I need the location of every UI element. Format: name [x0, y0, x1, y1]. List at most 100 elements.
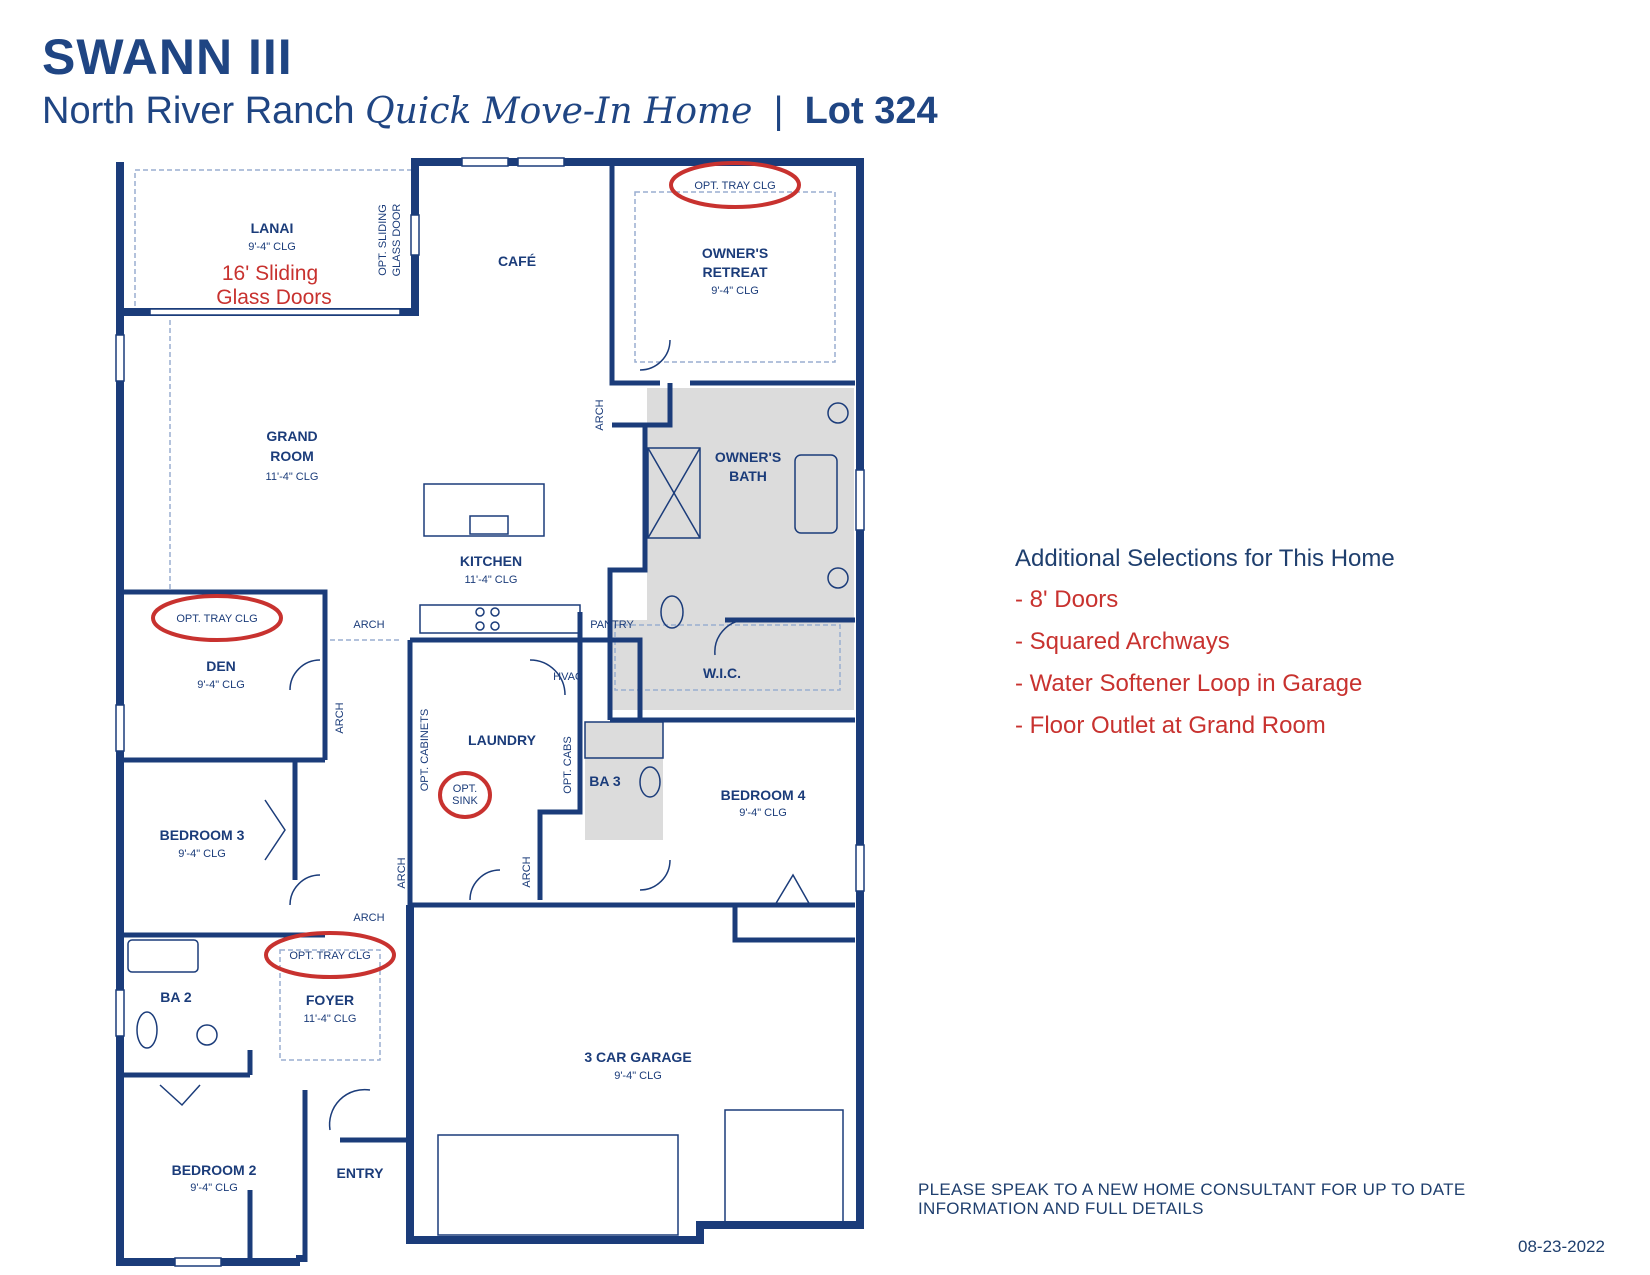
opt-sink-label-1: OPT.	[453, 783, 477, 795]
toilet-icon	[660, 595, 684, 629]
den-clg: 9'-4" CLG	[197, 679, 245, 691]
option-highlights	[151, 161, 801, 979]
door-swing-icon	[639, 339, 671, 371]
wic-label: W.I.C.	[703, 665, 741, 681]
wet-areas	[585, 388, 854, 840]
ba2-label: BA 2	[160, 989, 192, 1005]
arch-label-laundry: ARCH	[396, 857, 408, 888]
bedroom4-clg: 9'-4" CLG	[739, 807, 787, 819]
owners-bath-label-1: OWNER'S	[715, 449, 781, 465]
cafe-label: CAFÉ	[498, 253, 536, 269]
owners-retreat-label-2: RETREAT	[702, 264, 768, 280]
sink-icon	[827, 402, 849, 424]
selection-item: - Squared Archways	[1015, 628, 1230, 655]
door-swing-icon	[289, 874, 321, 906]
kitchen-island	[423, 483, 545, 537]
toilet-icon	[136, 1011, 158, 1049]
bedroom3-label: BEDROOM 3	[160, 827, 245, 843]
interior-walls	[120, 165, 855, 1262]
bedroom2-clg: 9'-4" CLG	[190, 1182, 238, 1194]
cooktop-burner-icon	[475, 621, 485, 631]
door-swing-icon	[289, 659, 321, 691]
bathtub-icon	[794, 454, 838, 534]
lanai-label: LANAI	[251, 220, 294, 236]
laundry-label: LAUNDRY	[468, 732, 537, 748]
shower-icon	[584, 721, 664, 759]
exterior-walls	[116, 158, 864, 1266]
cooktop-burner-icon	[490, 621, 500, 631]
closet-door-icon	[264, 799, 286, 861]
garage-door	[724, 1109, 844, 1226]
bedroom3-clg: 9'-4" CLG	[178, 848, 226, 860]
garage-label: 3 CAR GARAGE	[584, 1049, 691, 1065]
opt-cabs-label: OPT. CABS	[562, 736, 574, 793]
community-name: North River Ranch	[42, 90, 355, 132]
sink-icon	[196, 1024, 218, 1046]
opt-tray-clg-den: OPT. TRAY CLG	[176, 613, 257, 625]
opt-sink-label-2: SINK	[452, 795, 478, 807]
hvac-label: HVAC	[553, 671, 583, 683]
grand-room-clg: 11'-4" CLG	[266, 471, 319, 483]
cooktop-burner-icon	[475, 607, 485, 617]
arch-label-hall: ARCH	[594, 399, 606, 430]
closet-door-icon	[159, 1084, 201, 1107]
kitchen-clg: 11'-4" CLG	[465, 574, 518, 586]
owners-bath-label-2: BATH	[729, 468, 767, 484]
cooktop-burner-icon	[490, 607, 500, 617]
selections-list: - 8' Doors - Squared Archways - Water So…	[1015, 585, 1362, 753]
lot-number: Lot 324	[804, 90, 938, 132]
opt-tray-clg-foyer: OPT. TRAY CLG	[289, 950, 370, 962]
selection-item: - Floor Outlet at Grand Room	[1015, 712, 1326, 739]
arch-label-den-side: ARCH	[334, 702, 346, 733]
bedroom4-label: BEDROOM 4	[721, 787, 806, 803]
arch-label-foyer: ARCH	[353, 912, 384, 924]
plan-subtitle: North River Ranch Quick Move-In Home | L…	[42, 90, 938, 133]
bedroom2-label: BEDROOM 2	[172, 1162, 257, 1178]
selections-title: Additional Selections for This Home	[1015, 545, 1395, 572]
pantry-label: PANTRY	[590, 619, 634, 631]
garage-door	[437, 1134, 679, 1236]
foyer-label: FOYER	[306, 992, 354, 1008]
kitchen-counter	[419, 604, 581, 634]
door-swing-icon	[714, 619, 746, 656]
sink-icon	[827, 567, 849, 589]
subtitle-separator: |	[773, 90, 784, 132]
toilet-icon	[639, 766, 661, 798]
closet-door-icon	[774, 873, 811, 906]
kitchen-label: KITCHEN	[460, 553, 522, 569]
door-swing-icon	[529, 659, 566, 696]
sliding-doors-note-1: 16' Sliding	[222, 262, 318, 285]
owners-retreat-label-1: OWNER'S	[702, 245, 768, 261]
consultant-note: PLEASE SPEAK TO A NEW HOME CONSULTANT FO…	[918, 1180, 1466, 1218]
kitchen-sink-icon	[469, 515, 509, 535]
door-swing-icon	[639, 859, 671, 891]
grand-room-label-2: ROOM	[270, 448, 314, 464]
plan-title: SWANN III	[42, 29, 293, 85]
ba3-label: BA 3	[589, 773, 621, 789]
arch-label-den: ARCH	[353, 619, 384, 631]
fixtures	[127, 339, 849, 1236]
shower-icon	[647, 447, 701, 539]
den-label: DEN	[206, 658, 236, 674]
lanai-clg: 9'-4" CLG	[248, 241, 296, 253]
opt-cabinets-label: OPT. CABINETS	[419, 709, 431, 792]
garage-clg: 9'-4" CLG	[614, 1070, 662, 1082]
door-swing-icon	[328, 1088, 371, 1131]
opt-tray-clg-owners: OPT. TRAY CLG	[694, 180, 775, 192]
entry-label: ENTRY	[337, 1165, 385, 1181]
windows	[115, 157, 865, 1267]
sliding-doors-note-2: Glass Doors	[216, 286, 332, 309]
door-swing-icon	[469, 869, 501, 901]
bathtub-icon	[127, 939, 199, 973]
selection-item: - Water Softener Loop in Garage	[1015, 670, 1363, 697]
opt-sliding-label-2: GLASS DOOR	[391, 204, 403, 277]
selection-item: - 8' Doors	[1015, 586, 1119, 613]
arch-label-garage: ARCH	[521, 856, 533, 887]
owners-retreat-clg: 9'-4" CLG	[711, 285, 759, 297]
quick-move-in-label: Quick Move-In Home	[365, 91, 753, 132]
grand-room-label-1: GRAND	[266, 428, 317, 444]
opt-sliding-label-1: OPT. SLIDING	[377, 204, 389, 276]
foyer-clg: 11'-4" CLG	[304, 1013, 357, 1025]
plan-date: 08-23-2022	[1518, 1237, 1605, 1256]
